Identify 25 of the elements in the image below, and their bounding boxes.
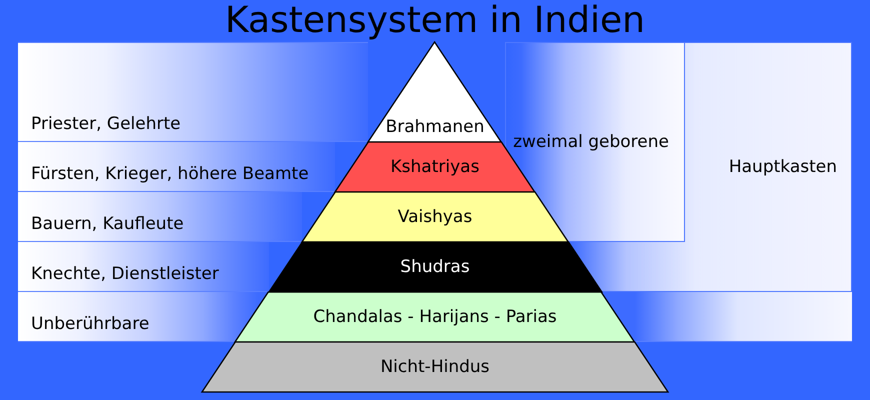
group-box [505, 42, 685, 242]
tier-label: Brahmanen [386, 117, 484, 137]
title: Kastensystem in Indien [224, 0, 646, 41]
tier-label: Shudras [400, 257, 470, 277]
role-band [18, 142, 336, 192]
band-label: Knechte, Dienstleister [31, 264, 219, 284]
group-label: zweimal geborene [513, 132, 669, 152]
band-label: Unberührbare [31, 314, 150, 334]
tier-label: Kshatriyas [390, 157, 480, 177]
role-band [18, 192, 302, 242]
pyramid-tier [368, 42, 502, 142]
band-label: Bauern, Kaufleute [31, 214, 184, 234]
role-band [18, 292, 852, 342]
band-label: Priester, Gelehrte [31, 114, 181, 134]
role-band [18, 42, 368, 142]
role-band [18, 242, 269, 292]
tier-label: Chandalas - Harijans - Parias [313, 307, 557, 327]
tier-label: Vaishyas [398, 207, 472, 227]
pyramid-tier [202, 342, 668, 392]
group-box [505, 42, 852, 292]
band-label: Fürsten, Krieger, höhere Beamte [31, 164, 309, 184]
tier-label: Nicht-Hindus [380, 357, 490, 377]
pyramid-tier [302, 192, 568, 242]
pyramid-tier [235, 292, 635, 342]
group-label: Hauptkasten [728, 157, 837, 177]
